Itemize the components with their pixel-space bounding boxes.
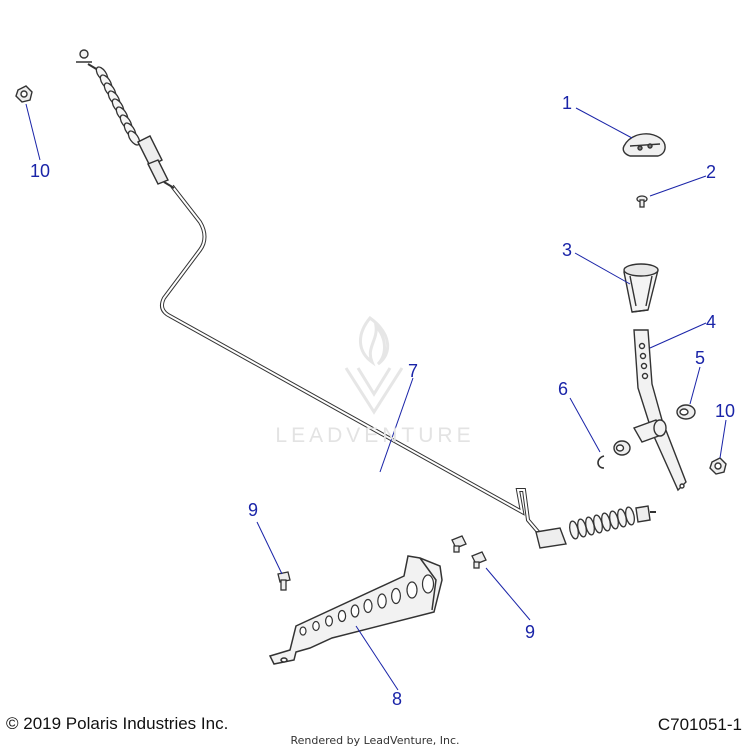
callout-7[interactable]: 7 bbox=[408, 361, 419, 381]
part-9-bolt-left bbox=[277, 571, 291, 591]
callout-10-left[interactable]: 10 bbox=[30, 161, 51, 181]
copyright-notice: © 2019 Polaris Industries Inc. bbox=[6, 714, 229, 733]
callout-9-right[interactable]: 9 bbox=[525, 622, 536, 642]
callout-1[interactable]: 1 bbox=[562, 93, 573, 113]
leadventure-watermark-logo bbox=[344, 315, 404, 415]
part-10-nut-right bbox=[709, 457, 727, 475]
part-4-shift-lever bbox=[632, 329, 687, 492]
leadventure-watermark-text: LEADVENTURE bbox=[275, 424, 475, 447]
part-1-knob-cap bbox=[622, 133, 666, 157]
callout-2[interactable]: 2 bbox=[706, 162, 717, 182]
part-10-nut-upper-left bbox=[15, 85, 33, 103]
callout-9-left[interactable]: 9 bbox=[248, 500, 259, 520]
part-6-retaining-clip bbox=[597, 455, 605, 469]
part-5-bushing bbox=[613, 404, 696, 456]
part-3-shift-knob bbox=[623, 263, 659, 313]
callout-4[interactable]: 4 bbox=[706, 312, 717, 332]
part-9-bolt-middle-lower bbox=[471, 551, 487, 569]
leader-lines bbox=[25, 103, 727, 691]
callout-8[interactable]: 8 bbox=[392, 689, 403, 709]
callout-6[interactable]: 6 bbox=[558, 379, 569, 399]
callout-10-right[interactable]: 10 bbox=[715, 401, 736, 421]
callout-3[interactable]: 3 bbox=[562, 240, 573, 260]
part-9-bolt-middle-upper bbox=[451, 535, 467, 553]
drawing-number: C701051-1 bbox=[657, 715, 742, 734]
part-7-shift-cable bbox=[76, 49, 656, 549]
rendered-by-credit: Rendered by LeadVenture, Inc. bbox=[290, 734, 460, 747]
callout-5[interactable]: 5 bbox=[695, 348, 706, 368]
part-8-mounting-bracket bbox=[268, 555, 443, 665]
part-2-screw bbox=[636, 195, 648, 208]
